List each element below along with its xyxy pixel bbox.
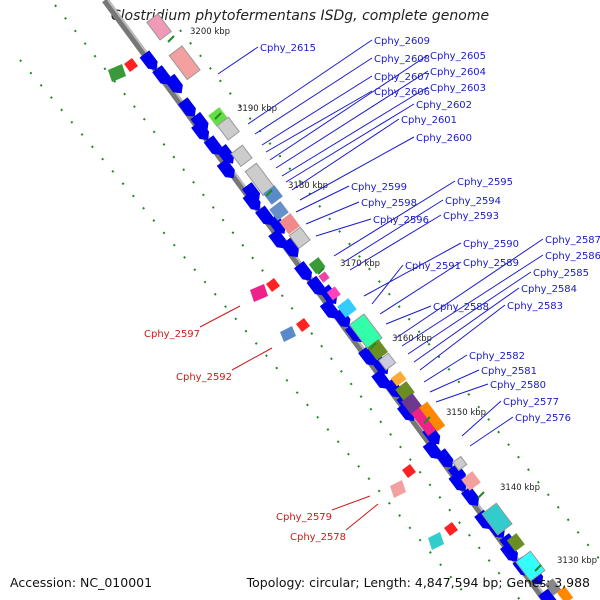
cds-arrow (500, 541, 519, 562)
genome-summary-text: Topology: circular; Length: 4,847,594 bp… (246, 575, 590, 590)
cds-arrow (177, 97, 196, 117)
gene-label-forward: Cphy_2590 (463, 239, 519, 250)
cds-arrow (461, 486, 480, 506)
gene-label-forward: Cphy_2591 (405, 261, 461, 272)
cds-arrow (332, 307, 351, 328)
ruler-label: 3150 kbp (446, 408, 486, 418)
cds-arrow (280, 237, 299, 258)
ruler-label: 3190 kbp (237, 104, 277, 114)
gene-label-forward: Cphy_2605 (430, 51, 486, 62)
gene-label-reverse: Cphy_2578 (290, 532, 346, 543)
cds-arrow (294, 260, 313, 281)
gene-label-reverse: Cphy_2597 (144, 329, 200, 340)
cds-arrow (242, 190, 261, 211)
gene-label-forward: Cphy_2593 (443, 211, 499, 222)
genome-title: Clostridium phytofermentans ISDg, comple… (110, 8, 490, 24)
outer-features (108, 58, 458, 550)
cds-arrow (268, 228, 287, 249)
gene-label-forward: Cphy_2577 (503, 397, 559, 408)
gene-label-forward: Cphy_2595 (457, 177, 513, 188)
cds-arrow (383, 377, 402, 398)
ruler-label: 3130 kbp (557, 556, 597, 566)
cds-arrow (216, 143, 235, 164)
gene-label-forward: Cphy_2600 (416, 133, 472, 144)
ruler-label: 3200 kbp (190, 27, 230, 37)
gene-label-forward: Cphy_2602 (416, 100, 472, 111)
gene-labels: Cphy_2615Cphy_2609Cphy_2608Cphy_2607Cphy… (144, 36, 600, 543)
cds-arrow (139, 50, 158, 70)
cds-arrow (191, 120, 210, 141)
gene-label-reverse: Cphy_2592 (176, 372, 232, 383)
gene-label-forward: Cphy_2607 (374, 72, 430, 83)
gene-label-forward: Cphy_2586 (545, 251, 600, 262)
gene-label-forward: Cphy_2608 (374, 54, 430, 65)
feature-blocks (146, 13, 574, 600)
gene-label-forward: Cphy_2599 (351, 182, 407, 193)
gene-label-forward: Cphy_2581 (481, 366, 537, 377)
cds-arrow (306, 275, 325, 296)
gene-label-forward: Cphy_2594 (445, 196, 501, 207)
gene-label-forward: Cphy_2609 (374, 36, 430, 47)
gene-label-forward: Cphy_2601 (401, 115, 457, 126)
cds-arrow (474, 509, 493, 530)
ruler-label: 3140 kbp (500, 483, 540, 493)
cds-arrow (422, 439, 441, 460)
accession-text: Accession: NC_010001 (10, 575, 153, 590)
gene-label-forward: Cphy_2615 (260, 43, 316, 54)
cds-arrow (203, 135, 222, 155)
gene-label-forward: Cphy_2587 (545, 235, 600, 246)
gene-label-forward: Cphy_2582 (469, 351, 525, 362)
cds-arrow (538, 588, 557, 600)
gene-label-forward: Cphy_2596 (373, 215, 429, 226)
ruler-label: 3180 kbp (288, 181, 328, 191)
cds-arrow (435, 448, 454, 468)
cds-arrow (152, 65, 171, 85)
cds-arrow (267, 214, 286, 234)
cds-arrow (370, 354, 389, 375)
cds-arrow (358, 345, 377, 366)
cds-arrow (164, 73, 183, 94)
gene-label-forward: Cphy_2598 (361, 198, 417, 209)
gene-label-forward: Cphy_2603 (430, 83, 486, 94)
gene-label-forward: Cphy_2606 (374, 87, 430, 98)
gene-label-forward: Cphy_2589 (463, 258, 519, 269)
dotted-track-lines (19, 4, 600, 600)
gene-label-reverse: Cphy_2579 (276, 512, 332, 523)
gene-label-forward: Cphy_2576 (515, 413, 571, 424)
cds-arrow (216, 158, 235, 179)
gene-label-forward: Cphy_2580 (490, 380, 546, 391)
cds-arrow (371, 369, 390, 389)
cds-arrow (319, 299, 338, 319)
gene-label-forward: Cphy_2583 (507, 301, 563, 312)
cds-arrow (255, 205, 274, 226)
gene-label-forward: Cphy_2585 (533, 268, 589, 279)
cds-arrow (397, 401, 416, 421)
cds-arrow (448, 471, 467, 492)
gene-label-forward: Cphy_2584 (521, 284, 577, 295)
gene-label-forward: Cphy_2604 (430, 67, 486, 78)
